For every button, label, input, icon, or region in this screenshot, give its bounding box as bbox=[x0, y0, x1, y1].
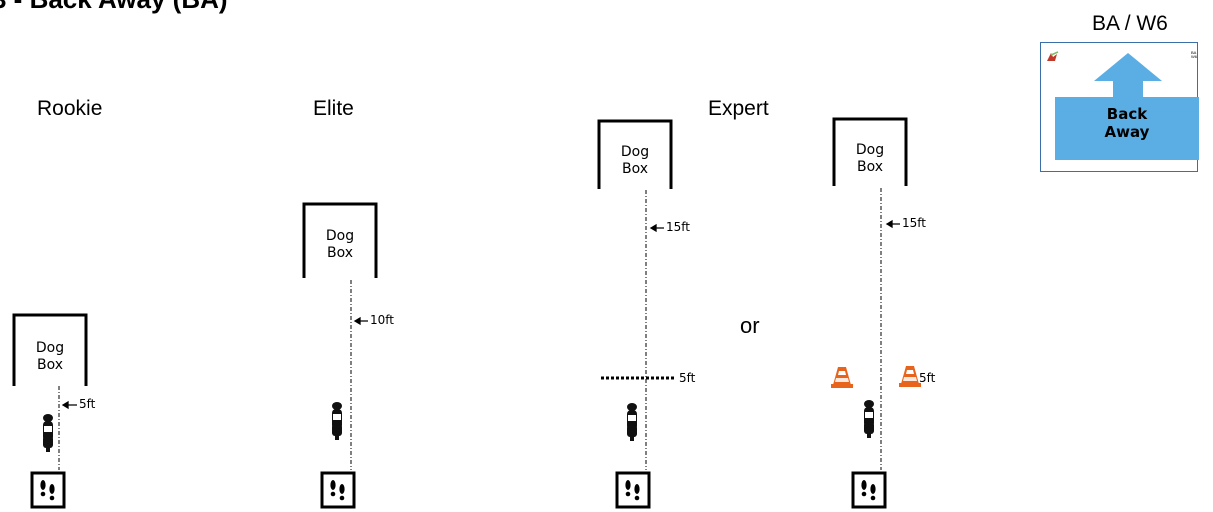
rookie-box-label: Dog Box bbox=[14, 340, 86, 374]
expert-a-dog-box bbox=[597, 119, 673, 189]
sign-label-line2: Away bbox=[1104, 123, 1150, 141]
back-away-sign: BA W6 Back Away bbox=[1040, 42, 1199, 172]
elite-distance: 10ft bbox=[370, 313, 394, 327]
elite-dog-box bbox=[302, 202, 378, 278]
rookie-diagram bbox=[12, 313, 88, 509]
expert-a-arrow-icon bbox=[649, 223, 664, 233]
page-title: 3 - Back Away (BA) bbox=[0, 0, 228, 15]
expert-a-handler-feet-icon bbox=[615, 471, 651, 509]
rookie-box-line1: Dog bbox=[35, 340, 65, 356]
expert-a-marker-distance: 5ft bbox=[679, 371, 696, 385]
elite-arrow-icon bbox=[353, 316, 368, 326]
expert-b-dog-box bbox=[832, 117, 908, 186]
logo-icon bbox=[1047, 51, 1059, 61]
rookie-dog-box bbox=[12, 313, 88, 386]
rookie-distance: 5ft bbox=[79, 397, 96, 411]
elite-dog-icon bbox=[332, 402, 342, 440]
sign-label-line1: Back bbox=[1106, 105, 1148, 123]
rookie-handler-feet-icon bbox=[30, 471, 66, 509]
expert-a-diagram bbox=[597, 119, 676, 509]
sign-small-text: BA W6 bbox=[1191, 50, 1197, 59]
rookie-arrow-icon bbox=[61, 400, 77, 410]
sign-label: Back Away bbox=[1055, 105, 1199, 141]
expert-b-box-line1: Dog bbox=[855, 142, 885, 158]
level-elite: Elite bbox=[313, 97, 354, 120]
or-separator: or bbox=[740, 313, 760, 338]
expert-b-dog-icon bbox=[864, 400, 874, 438]
expert-a-box-line1: Dog bbox=[620, 144, 650, 160]
expert-a-box-label: Dog Box bbox=[599, 144, 671, 178]
elite-handler-feet-icon bbox=[320, 471, 356, 509]
expert-a-box-line2: Box bbox=[621, 161, 649, 177]
rookie-dog-icon bbox=[43, 414, 53, 452]
cone-right-icon bbox=[899, 366, 921, 387]
expert-b-handler-feet-icon bbox=[851, 471, 887, 509]
expert-b-marker-distance: 5ft bbox=[919, 371, 936, 385]
expert-b-distance: 15ft bbox=[902, 216, 926, 230]
sign-code: BA / W6 bbox=[1092, 12, 1168, 35]
expert-a-distance: 15ft bbox=[666, 220, 690, 234]
elite-box-line2: Box bbox=[326, 245, 354, 261]
expert-b-box-label: Dog Box bbox=[834, 142, 906, 176]
elite-box-label: Dog Box bbox=[304, 228, 376, 262]
expert-b-diagram bbox=[831, 117, 921, 509]
expert-a-dog-icon bbox=[627, 403, 637, 441]
cone-left-icon bbox=[831, 367, 853, 388]
arrow-stem bbox=[1113, 80, 1143, 100]
sign-panel bbox=[1055, 97, 1199, 160]
elite-diagram bbox=[302, 202, 378, 509]
level-rookie: Rookie bbox=[37, 97, 103, 120]
elite-box-line1: Dog bbox=[325, 228, 355, 244]
rookie-box-line2: Box bbox=[36, 357, 64, 373]
level-expert: Expert bbox=[708, 97, 769, 120]
expert-b-arrow-icon bbox=[885, 219, 900, 229]
up-arrow-icon bbox=[1094, 53, 1162, 81]
expert-b-box-line2: Box bbox=[856, 159, 884, 175]
